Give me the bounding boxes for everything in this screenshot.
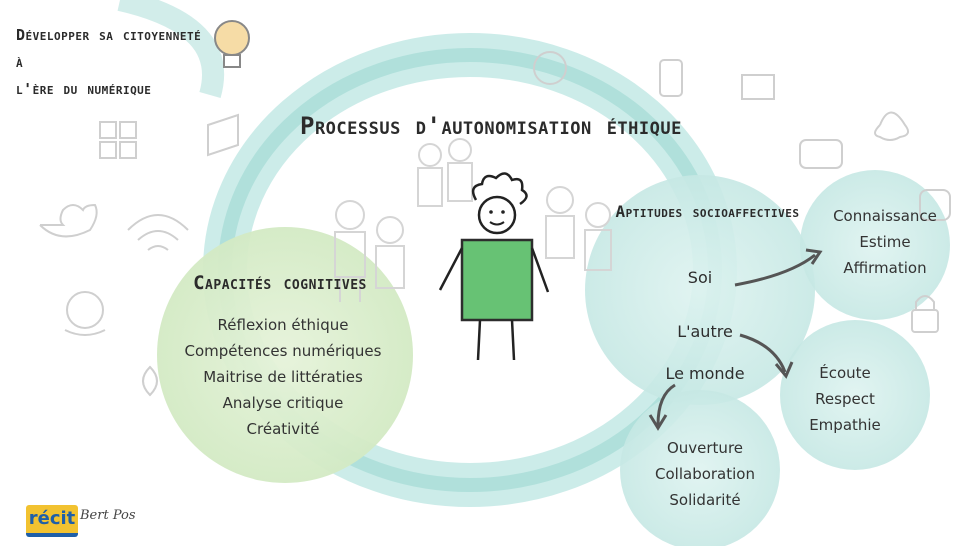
soi-circle	[800, 170, 950, 320]
location-icon	[142, 365, 158, 397]
context-title: Développer sa citoyenneté à l'ère du num…	[16, 22, 216, 103]
author-signature: Bert Pos	[80, 508, 136, 523]
list-item: Respect	[815, 390, 875, 408]
central-person	[438, 172, 550, 361]
list-item: Réflexion éthique	[217, 316, 349, 334]
lightbulb-icon	[214, 20, 250, 68]
autre-list: Écoute Respect Empathie	[790, 360, 900, 438]
list-item: Compétences numériques	[184, 342, 382, 360]
cognitive-list: Réflexion éthique Compétences numériques…	[173, 312, 393, 442]
main-title: Processus d'autonomisation éthique	[300, 112, 682, 140]
arrow-soi	[734, 253, 816, 287]
twitter-icon	[39, 203, 98, 238]
socio-circle	[585, 175, 815, 405]
autre-circle	[780, 320, 930, 470]
arrow-monde	[656, 383, 676, 426]
arrow-autre	[739, 333, 787, 373]
soi-list: Connaissance Estime Affirmation	[810, 203, 960, 281]
list-item: Maitrise de littératies	[203, 368, 363, 386]
list-item: Solidarité	[669, 491, 741, 509]
map-pin-icon	[207, 113, 239, 157]
list-item: Estime	[859, 233, 911, 251]
monde-label: Le monde	[665, 364, 745, 383]
monde-list: Ouverture Collaboration Solidarité	[640, 435, 770, 513]
cognitive-title: Capacités cognitives	[193, 272, 367, 294]
list-item: Affirmation	[843, 259, 927, 277]
list-item: Créativité	[246, 420, 320, 438]
phone-icon	[659, 59, 683, 97]
list-item: Connaissance	[833, 207, 937, 225]
corner-swirl	[117, 0, 225, 99]
snapchat-icon	[874, 111, 910, 141]
soi-label: Soi	[687, 268, 713, 287]
amazon-icon	[64, 291, 106, 336]
autre-label: L'autre	[677, 322, 733, 341]
monde-circle	[620, 390, 780, 546]
context-line-2: l'ère du numérique	[16, 80, 152, 98]
list-item: Ouverture	[666, 439, 744, 457]
list-item: Collaboration	[655, 465, 755, 483]
windows-icon	[99, 121, 137, 159]
list-item: Analyse critique	[222, 394, 344, 412]
socioaffective-title: Aptitudes socioaffectives	[615, 202, 800, 221]
wifi-icon	[127, 214, 189, 251]
list-item: Empathie	[809, 416, 881, 434]
cognitive-circle	[157, 227, 413, 483]
lock-icon	[911, 295, 939, 333]
context-line-1: Développer sa citoyenneté à	[16, 26, 202, 71]
google-icon	[533, 51, 567, 85]
youtube-icon	[799, 139, 843, 169]
recit-logo: récit	[26, 505, 78, 537]
list-item: Écoute	[819, 364, 871, 382]
instagram-icon	[919, 189, 951, 221]
crowd-sketches	[334, 138, 612, 302]
image-icon	[741, 74, 775, 100]
